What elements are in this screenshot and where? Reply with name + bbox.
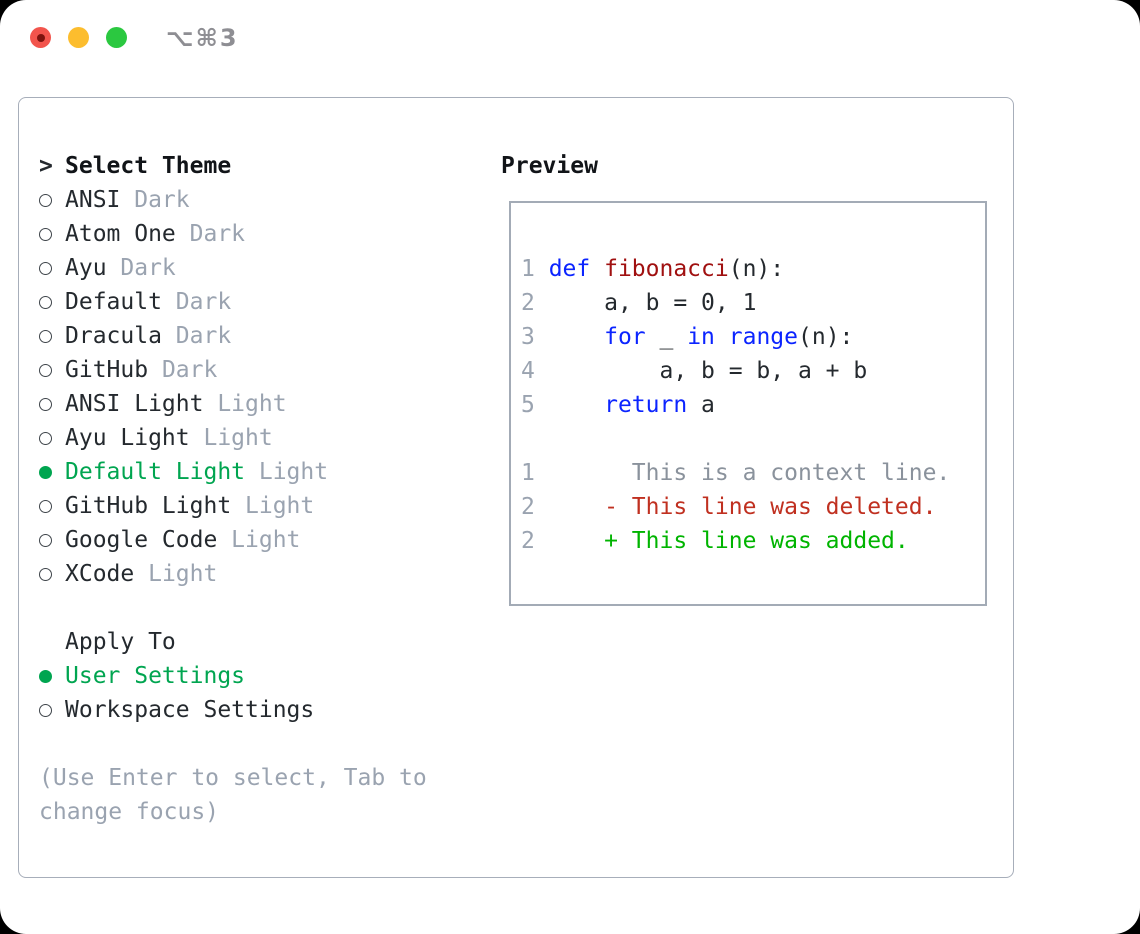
line-number: 5	[521, 392, 535, 418]
line-number: 3	[521, 324, 535, 350]
theme-variant-badge: Light	[258, 459, 329, 485]
line-number: 2	[521, 528, 535, 554]
titlebar: ⌥⌘3	[0, 0, 1140, 76]
theme-name: XCode	[65, 561, 135, 587]
radio-selected-icon	[39, 669, 52, 683]
apply-option-workspace-settings[interactable]: Workspace Settings	[39, 693, 479, 727]
radio-icon	[39, 397, 52, 411]
theme-option-ayu-light[interactable]: Ayu Light Light	[39, 421, 479, 455]
line-content: for _ in range(n):	[604, 324, 854, 350]
radio-icon	[39, 431, 52, 445]
radio-icon	[39, 567, 52, 581]
radio-icon	[39, 363, 52, 377]
theme-name: Dracula	[65, 323, 162, 349]
theme-option-xcode[interactable]: XCode Light	[39, 557, 479, 591]
spacer	[39, 591, 479, 625]
radio-icon	[39, 329, 52, 343]
apply-to-header: Apply To	[39, 625, 479, 659]
apply-option-label: Workspace Settings	[65, 697, 315, 723]
theme-variant-badge: Light	[245, 493, 315, 519]
theme-variant-badge: Dark	[175, 289, 232, 315]
select-theme-header: > Select Theme	[39, 149, 479, 183]
theme-option-atom-one[interactable]: Atom One Dark	[39, 217, 479, 251]
line-content: def fibonacci(n):	[548, 256, 785, 282]
theme-variant-badge: Dark	[175, 323, 232, 349]
theme-name: Atom One	[65, 221, 176, 247]
prompt-icon: >	[39, 153, 53, 179]
preview-line: 5 return a	[521, 388, 985, 422]
minimize-button[interactable]	[68, 27, 89, 48]
theme-variant-badge: Light	[217, 391, 287, 417]
preview-line: 1 def fibonacci(n):	[521, 252, 985, 286]
radio-icon	[39, 703, 52, 717]
window-shortcut-title: ⌥⌘3	[166, 24, 239, 52]
radio-icon	[39, 261, 52, 275]
radio-icon	[39, 533, 52, 547]
theme-option-github[interactable]: GitHub Dark	[39, 353, 479, 387]
line-content: - This line was deleted.	[548, 494, 937, 520]
theme-option-ansi-light[interactable]: ANSI Light Light	[39, 387, 479, 421]
spacer	[39, 727, 479, 761]
line-content: + This line was added.	[548, 528, 909, 554]
theme-name: ANSI Light	[65, 391, 204, 417]
theme-name: Default	[65, 289, 162, 315]
theme-variant-badge: Light	[148, 561, 218, 587]
theme-name: Ayu	[65, 255, 107, 281]
theme-option-dracula[interactable]: Dracula Dark	[39, 319, 479, 353]
line-content: return a	[604, 392, 715, 418]
theme-option-ansi[interactable]: ANSI Dark	[39, 183, 479, 217]
preview-line: 3 for _ in range(n):	[521, 320, 985, 354]
line-content: This is a context line.	[548, 460, 951, 486]
theme-variant-badge: Dark	[134, 187, 190, 213]
preview-line: 2 - This line was deleted.	[521, 490, 985, 524]
line-content: a, b = 0, 1	[548, 290, 757, 316]
theme-option-default[interactable]: Default Dark	[39, 285, 479, 319]
line-content: a, b = b, a + b	[548, 358, 868, 384]
radio-icon	[39, 227, 52, 241]
theme-variant-badge: Dark	[120, 255, 176, 281]
apply-option-user-settings[interactable]: User Settings	[39, 659, 479, 693]
zoom-button[interactable]	[106, 27, 127, 48]
theme-option-google-code[interactable]: Google Code Light	[39, 523, 479, 557]
preview-line: 4 a, b = b, a + b	[521, 354, 985, 388]
radio-icon	[39, 193, 52, 207]
close-dot-icon	[36, 33, 45, 42]
theme-variant-badge: Light	[231, 527, 301, 553]
theme-name: Ayu Light	[65, 425, 190, 451]
apply-option-label: User Settings	[65, 663, 246, 689]
preview-line: 2 + This line was added.	[521, 524, 985, 558]
line-number: 2	[521, 494, 535, 520]
theme-name: GitHub	[65, 357, 149, 383]
theme-name: Default Light	[65, 459, 246, 485]
preview-line: 2 a, b = 0, 1	[521, 286, 985, 320]
keyboard-hint: (Use Enter to select, Tab to change focu…	[39, 765, 427, 825]
preview-line: 1 This is a context line.	[521, 456, 985, 490]
line-number: 1	[521, 256, 535, 282]
theme-variant-badge: Dark	[161, 357, 218, 383]
radio-icon	[39, 295, 52, 309]
preview-title: Preview	[501, 153, 598, 179]
line-number: 1	[521, 460, 535, 486]
theme-name: GitHub Light	[65, 493, 232, 519]
line-number: 4	[521, 358, 535, 384]
theme-name: ANSI	[65, 187, 121, 213]
theme-option-github-light[interactable]: GitHub Light Light	[39, 489, 479, 523]
radio-icon	[39, 499, 52, 513]
radio-selected-icon	[39, 465, 52, 479]
theme-variant-badge: Light	[203, 425, 273, 451]
theme-name: Google Code	[65, 527, 218, 553]
theme-variant-badge: Dark	[189, 221, 246, 247]
apply-to-title: Apply To	[65, 629, 176, 655]
select-theme-title: Select Theme	[65, 153, 232, 179]
line-number: 2	[521, 290, 535, 316]
preview-line	[521, 422, 985, 456]
close-button[interactable]	[30, 27, 51, 48]
theme-option-default-light[interactable]: Default Light Light	[39, 455, 479, 489]
theme-option-ayu[interactable]: Ayu Dark	[39, 251, 479, 285]
